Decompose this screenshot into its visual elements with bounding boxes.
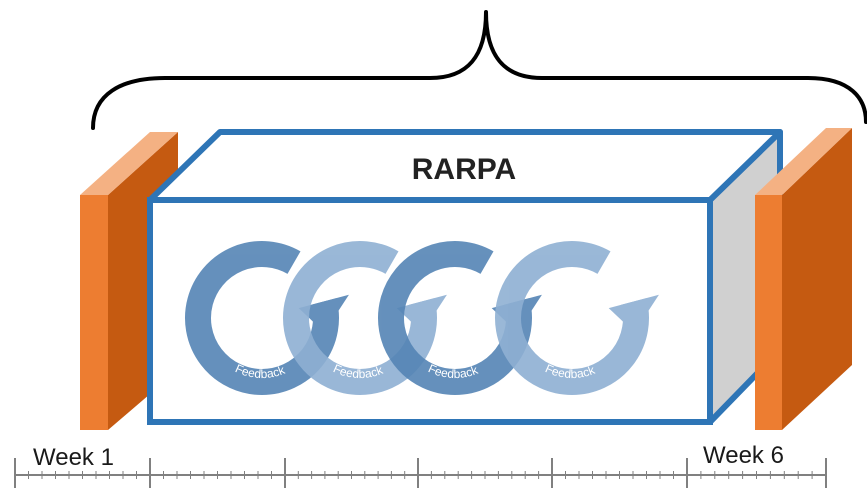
cycle-arrowhead [298,294,349,333]
feedback-label: Feedback [331,361,385,381]
cycle-arc [495,241,649,395]
box-front-border [147,197,713,425]
right-panel-side [782,128,852,430]
right-panel [755,128,852,430]
week-end-label: Week 6 [703,442,784,469]
feedback-cycle: Feedback [495,241,659,395]
timeline [14,458,827,488]
feedback-label: Feedback [233,361,287,381]
box-title: RARPA [412,153,516,186]
curly-brace [91,10,867,130]
right-panel-front [755,195,782,430]
week-start-label: Week 1 [33,444,114,471]
right-panel-top [755,128,852,195]
left-panel-front [80,195,108,430]
feedback-cycles: Feedback Feedback Feedback Feedback [185,241,659,395]
cycle-arrowhead [608,294,659,333]
cycle-arrowhead [396,294,447,333]
left-panel-top [80,132,178,195]
feedback-label: Feedback [543,361,597,381]
feedback-label: Feedback [426,361,480,381]
